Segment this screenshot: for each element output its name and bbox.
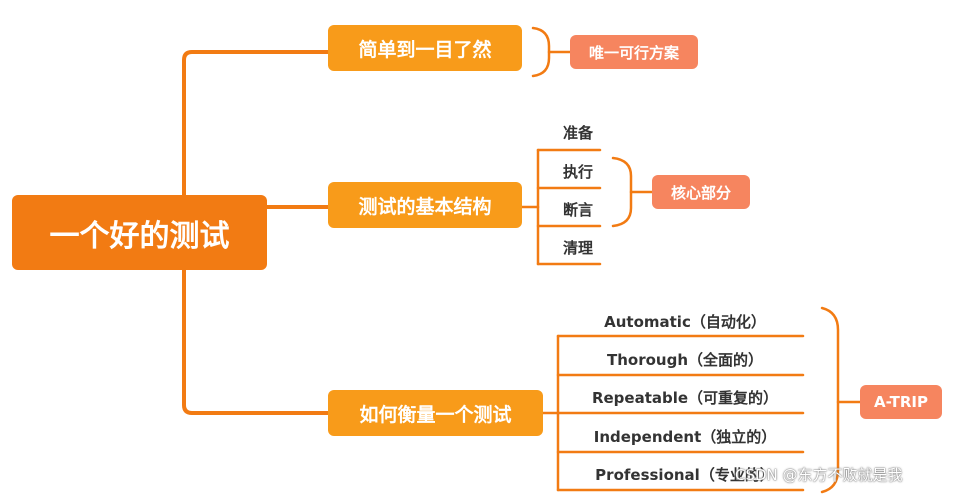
leaf-cleanup[interactable]: 清理 — [562, 239, 593, 257]
branch3-bracket — [820, 306, 840, 494]
callout-core-part[interactable]: 核心部分 — [652, 175, 750, 209]
root-trunk-line-lower — [182, 268, 330, 415]
leaf-assert[interactable]: 断言 — [562, 201, 593, 219]
branch1-bracket — [531, 26, 551, 78]
root-trunk-line — [182, 50, 330, 197]
leaf-professional[interactable]: Professional（专业的） — [595, 466, 775, 484]
leaf-repeatable[interactable]: Repeatable（可重复的） — [591, 389, 779, 407]
callout-only-feasible[interactable]: 唯一可行方案 — [570, 35, 698, 69]
branch-simple-clear[interactable]: 简单到一目了然 — [328, 25, 522, 71]
callout-a-trip[interactable]: A-TRIP — [860, 385, 942, 419]
leaf-independent[interactable]: Independent（独立的） — [593, 428, 777, 446]
leaf-execute[interactable]: 执行 — [562, 163, 593, 181]
leaf-thorough[interactable]: Thorough（全面的） — [606, 351, 763, 369]
root-node[interactable]: 一个好的测试 — [12, 195, 267, 270]
branch-test-structure[interactable]: 测试的基本结构 — [328, 182, 522, 228]
watermark: CSDN @东方不败就是我 — [735, 466, 903, 484]
leaf-automatic[interactable]: Automatic（自动化） — [604, 313, 766, 331]
branch-how-to-measure[interactable]: 如何衡量一个测试 — [328, 390, 543, 436]
leaf-prepare[interactable]: 准备 — [562, 124, 593, 142]
